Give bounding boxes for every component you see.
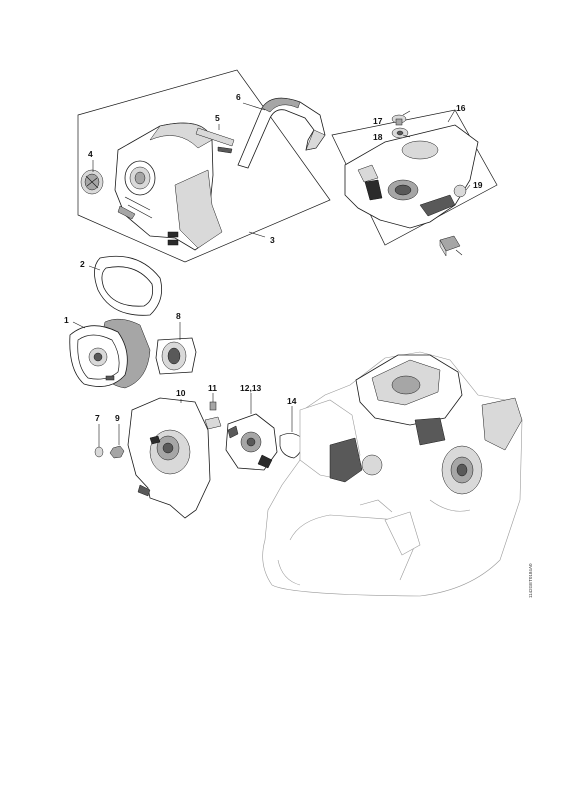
cylinder-cap-part (155, 337, 197, 375)
air-filter-part (69, 318, 151, 389)
clip-part-19 (439, 235, 461, 257)
group-frame-3 (77, 69, 331, 263)
callout-18: 19 (473, 180, 483, 190)
gasket-ring-part-14 (279, 433, 303, 459)
nut-part-9 (109, 445, 125, 459)
callout-4: 4 (88, 149, 93, 159)
callout-9: 9 (115, 413, 120, 423)
shroud-cover-part (114, 122, 223, 251)
base-plate-part (127, 397, 211, 519)
callout-labels: 4 5 6 3 17 18 16 19 2 1 8 7 9 10 11 12,1… (64, 92, 483, 423)
chainsaw-body (262, 351, 523, 597)
callout-10: 10 (176, 388, 186, 398)
handle-bar-part (237, 97, 326, 169)
screw-part-16 (391, 114, 407, 126)
knob-part (80, 169, 104, 195)
document-id: 1142GET0184A0 (528, 563, 533, 598)
callout-1: 1 (64, 315, 69, 325)
callout-3: 3 (270, 235, 275, 245)
callout-11: 11 (208, 383, 217, 393)
callout-5: 5 (215, 113, 220, 123)
carburetor-part (225, 413, 278, 471)
plug-part-18 (453, 184, 467, 198)
leader-lines (72, 102, 471, 447)
callout-8: 8 (176, 311, 181, 321)
strip-part (195, 127, 235, 154)
callout-2: 2 (80, 259, 85, 269)
callout-7: 7 (95, 413, 100, 423)
filter-ring-part (94, 255, 163, 316)
washer-part-17 (391, 127, 409, 139)
nut-part-7 (94, 446, 104, 458)
callout-14: 14 (287, 396, 297, 406)
callout-15: 16 (456, 103, 466, 113)
callout-6: 6 (236, 92, 241, 102)
callout-16: 17 (373, 116, 383, 126)
gasket-part-11 (204, 401, 222, 430)
top-cover-part (344, 124, 479, 229)
callout-12-13: 12,13 (240, 383, 262, 393)
callout-17: 18 (373, 132, 383, 142)
